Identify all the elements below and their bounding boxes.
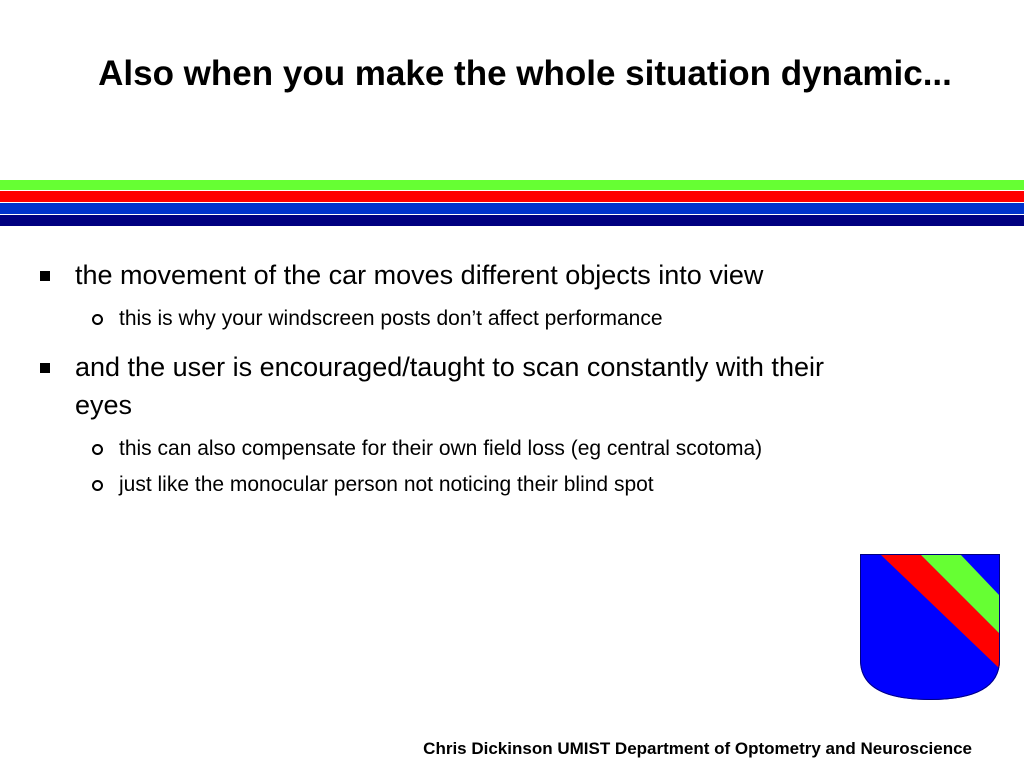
shield-logo-icon [860, 554, 1000, 700]
blue-stripe [0, 203, 1024, 214]
circle-bullet-icon [92, 480, 103, 491]
sub-list-item-text: this is why your windscreen posts don’t … [119, 307, 663, 330]
sub-list-item: just like the monocular person not notic… [90, 470, 839, 500]
square-bullet-icon [40, 363, 50, 373]
sub-list-item-text: this can also compensate for their own f… [119, 437, 763, 460]
bullet-list: the movement of the car moves different … [40, 256, 830, 506]
logo-red-band [880, 554, 1000, 669]
sub-list-item-text: just like the monocular person not notic… [119, 473, 654, 496]
list-item: and the user is encouraged/taught to sca… [40, 348, 830, 424]
navy-stripe [0, 215, 1024, 226]
logo-green-band [920, 554, 1000, 634]
list-item-text: and the user is encouraged/taught to sca… [75, 352, 824, 420]
sub-list-item: this is why your windscreen posts don’t … [90, 304, 839, 334]
square-bullet-icon [40, 271, 50, 281]
list-item-text: the movement of the car moves different … [75, 260, 764, 290]
footer-credit: Chris Dickinson UMIST Department of Opto… [423, 739, 972, 758]
list-item: the movement of the car moves different … [40, 256, 830, 294]
green-stripe [0, 180, 1024, 190]
red-stripe [0, 191, 1024, 202]
circle-bullet-icon [92, 444, 103, 455]
circle-bullet-icon [92, 314, 103, 325]
sub-list-item: this can also compensate for their own f… [90, 434, 839, 464]
slide-title: Also when you make the whole situation d… [98, 54, 952, 93]
color-stripes [0, 180, 1024, 226]
